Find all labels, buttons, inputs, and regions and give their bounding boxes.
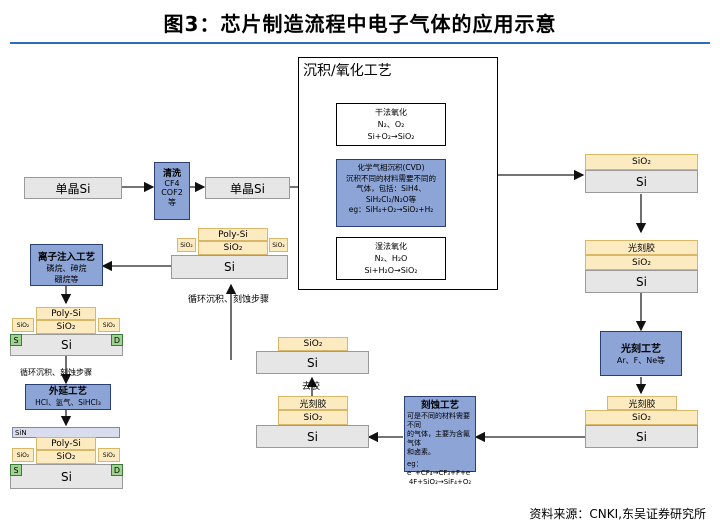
loop-label-cycle: 循环沉积、刻蚀步骤 <box>188 295 270 305</box>
layer-sio2-spacer: SiO₂ <box>12 318 34 332</box>
epitaxy-title: 外延工艺 <box>48 386 87 397</box>
layer-sio2-mesa: SiO₂ <box>278 410 348 425</box>
layer-sio2: SiO₂ <box>585 154 698 170</box>
layer-sio2-gate: SiO₂ <box>198 241 268 255</box>
etch-desc-3: 和卤素。 <box>407 448 435 456</box>
etch-eq-1: eg：e⁻+CF₄→CF₃+F+e⁻ <box>407 460 474 477</box>
layer-sio2-spacer: SiO₂ <box>177 238 196 252</box>
sin-label: SiN <box>15 428 27 437</box>
layer-sio2-mesa: SiO₂ <box>278 337 348 351</box>
cleaning-gas-2: COF2 <box>161 188 183 197</box>
layer-si: Si <box>585 270 698 293</box>
ion-implant-gas-1: 磷烷、砷烷 <box>46 264 87 273</box>
dry-oxidation-box: 干法氧化 N₂、O₂ Si+O₂→SiO₂ <box>336 103 446 146</box>
layer-photoresist-mesa: 光刻胶 <box>278 396 348 410</box>
wet-ox-eq: Si+H₂O→SiO₂ <box>364 266 418 275</box>
wet-ox-title: 湿法氧化 <box>375 242 407 251</box>
layer-sio2-spacer: SiO₂ <box>98 448 120 462</box>
single-crystal-si-initial: 单晶Si <box>24 177 122 199</box>
cleaning-gas-3: 等 <box>168 198 176 207</box>
layer-sio2: SiO₂ <box>585 410 698 425</box>
cvd-line-2: 气体，包括：SiH4、 <box>356 184 426 193</box>
layer-polysi: Poly-Si <box>198 228 268 241</box>
cleaning-process-box: 清洗 CF4 COF2 等 <box>154 162 190 220</box>
layer-si: Si <box>256 351 369 374</box>
cleaning-gas-1: CF4 <box>164 179 180 188</box>
etch-desc-1: 可是不同的材料需要不同 <box>407 412 470 429</box>
source-note: 资料来源：CNKI,东吴证券研究所 <box>529 507 706 521</box>
layer-photoresist-patterned: 光刻胶 <box>607 396 677 410</box>
source-region: S <box>10 464 22 476</box>
epitaxy-box: 外延工艺 HCl、氢气、SiHCl₃ <box>25 384 111 410</box>
cvd-line-3: SiH₂Cl₂/N₂O等 <box>365 194 417 204</box>
figure-title: 图3：芯片制造流程中电子气体的应用示意 <box>163 12 557 36</box>
loop-label-epitaxy: 循环沉积、刻蚀步骤 <box>20 368 92 377</box>
deposition-group-title: 沉积/氧化工艺 <box>303 63 392 79</box>
single-crystal-si-cleaned: 单晶Si <box>205 177 290 199</box>
dry-ox-gas: N₂、O₂ <box>377 120 405 129</box>
layer-si: Si <box>585 170 698 193</box>
cvd-title: 化学气相沉积(CVD) <box>357 163 425 172</box>
title-rule <box>10 42 710 44</box>
cvd-box: 化学气相沉积(CVD) 沉积不同的材料需要不同的 气体，包括：SiH4、 SiH… <box>336 159 446 227</box>
etch-desc-2: 的气体，主要为含氟气体 <box>407 430 470 447</box>
cvd-eq: eg：SiH₄+O₂→SiO₂+H₂ <box>348 205 434 214</box>
wet-oxidation-box: 湿法氧化 N₂、H₂O Si+H₂O→SiO₂ <box>336 237 446 280</box>
strip-label: 去胶 <box>302 382 321 392</box>
layer-polysi: Poly-Si <box>36 437 96 450</box>
dry-ox-title: 干法氧化 <box>375 108 407 117</box>
etch-title: 刻蚀工艺 <box>420 400 459 411</box>
layer-sio2-gate: SiO₂ <box>36 320 96 334</box>
ion-implant-title: 离子注入工艺 <box>37 252 95 263</box>
layer-sio2-spacer: SiO₂ <box>12 448 34 462</box>
drain-region: D <box>111 464 123 476</box>
layer-si: Si <box>585 425 698 448</box>
layer-sio2: SiO₂ <box>585 255 698 270</box>
etch-eq-2: 4F+SiO₂→SiF₄+O₂ <box>408 478 472 486</box>
layer-sio2-spacer: SiO₂ <box>98 318 120 332</box>
layer-si: Si <box>10 464 123 489</box>
layer-sio2-gate: SiO₂ <box>36 450 96 464</box>
layer-si: Si <box>256 425 369 448</box>
layer-polysi: Poly-Si <box>36 307 96 320</box>
dry-ox-eq: Si+O₂→SiO₂ <box>367 132 415 141</box>
etching-box: 刻蚀工艺 可是不同的材料需要不同 的气体，主要为含氟气体 和卤素。 eg：e⁻+… <box>404 396 476 486</box>
layer-photoresist: 光刻胶 <box>585 240 698 255</box>
drain-region: D <box>111 334 123 346</box>
cvd-line-1: 沉积不同的材料需要不同的 <box>346 173 436 183</box>
photo-gases: Ar、F、Ne等 <box>616 356 666 365</box>
source-region: S <box>10 334 22 346</box>
photolithography-box: 光刻工艺 Ar、F、Ne等 <box>600 331 682 376</box>
ion-implant-box: 离子注入工艺 磷烷、砷烷 硼烷等 <box>30 244 103 286</box>
layer-si: Si <box>171 255 288 279</box>
epitaxy-gases: HCl、氢气、SiHCl₃ <box>35 398 101 407</box>
layer-sio2-spacer: SiO₂ <box>269 238 288 252</box>
layer-si: Si <box>10 334 123 356</box>
ion-implant-gas-2: 硼烷等 <box>54 275 79 284</box>
wet-ox-gas: N₂、H₂O <box>374 254 408 263</box>
photo-title: 光刻工艺 <box>621 344 661 355</box>
cleaning-title: 清洗 <box>162 169 181 179</box>
